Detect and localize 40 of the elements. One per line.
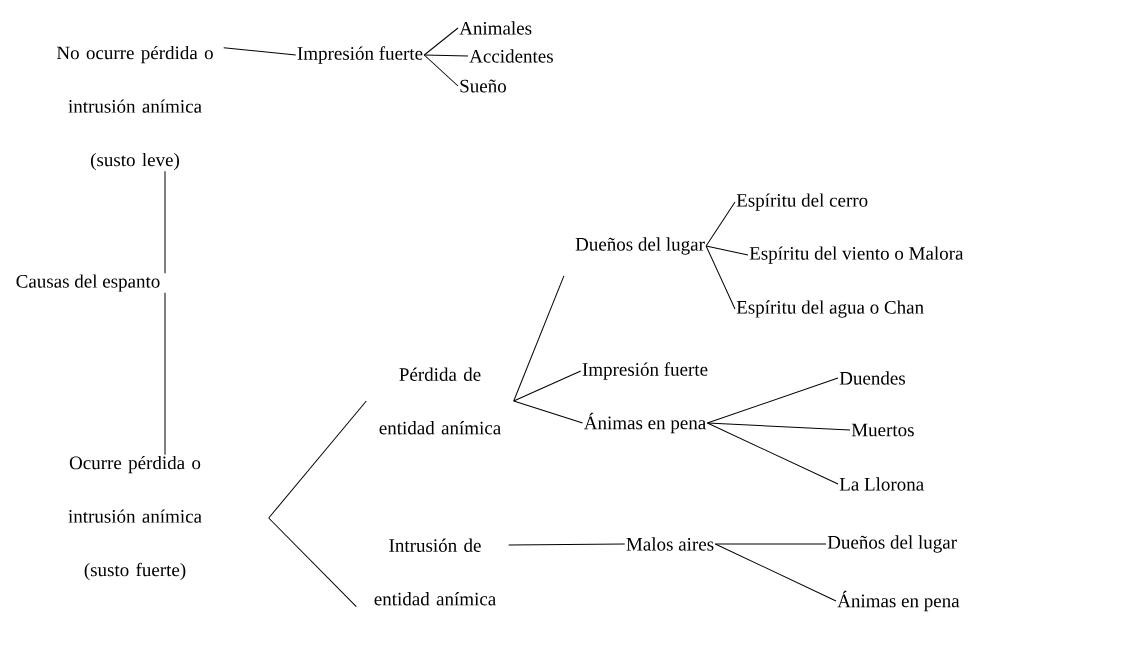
text-label: Sueño <box>460 79 506 93</box>
text-label: Pérdida de entidad anímica <box>379 367 501 435</box>
text-label: Espíritu del agua o Chan <box>736 300 924 318</box>
connector-line <box>268 400 367 519</box>
connector-line <box>705 245 749 256</box>
connector-line <box>423 27 459 56</box>
connector-line <box>508 543 626 546</box>
text-label: Espíritu del cerro <box>736 193 868 211</box>
connector-line <box>423 54 469 57</box>
connector-line <box>223 47 297 56</box>
text-label: Malos aires <box>626 537 714 551</box>
text-label: La Llorona <box>839 477 924 491</box>
connector-line <box>714 543 827 545</box>
text-label: Intrusión de entidad anímica <box>374 538 496 606</box>
text-label: Muertos <box>851 423 914 437</box>
text-label: Impresión fuerte <box>297 46 423 64</box>
text-label: Ocurre pérdida o intrusión anímica (susto fuerte) <box>68 455 202 581</box>
text-label: Causas del espanto <box>16 274 160 292</box>
text-label: Impresión fuerte <box>582 362 708 380</box>
text-label: Animales <box>459 21 532 35</box>
connector-line <box>423 54 459 87</box>
text-label: Ánimas en pena <box>584 412 706 434</box>
connector-line <box>513 400 584 424</box>
connector-line <box>714 543 837 602</box>
text-label: Dueños del lugar <box>827 535 957 553</box>
connector-line <box>706 422 851 431</box>
text-label: Duendes <box>839 371 905 385</box>
connector-line <box>268 517 357 608</box>
text-label: Ánimas en pena <box>837 590 960 612</box>
connector-line <box>164 292 166 456</box>
connector-line <box>164 170 166 274</box>
connector-line <box>705 201 736 247</box>
text-label: Espíritu del viento o Malora <box>749 246 964 264</box>
connector-line <box>513 370 582 402</box>
connector-line <box>513 275 565 402</box>
text-label: Dueños del lugar <box>575 237 705 255</box>
text-label: Accidentes <box>469 49 553 63</box>
connector-line <box>706 422 839 485</box>
text-label: No ocurre pérdida o intrusión anímica (susto leve) <box>56 45 213 171</box>
connector-line <box>705 245 736 310</box>
